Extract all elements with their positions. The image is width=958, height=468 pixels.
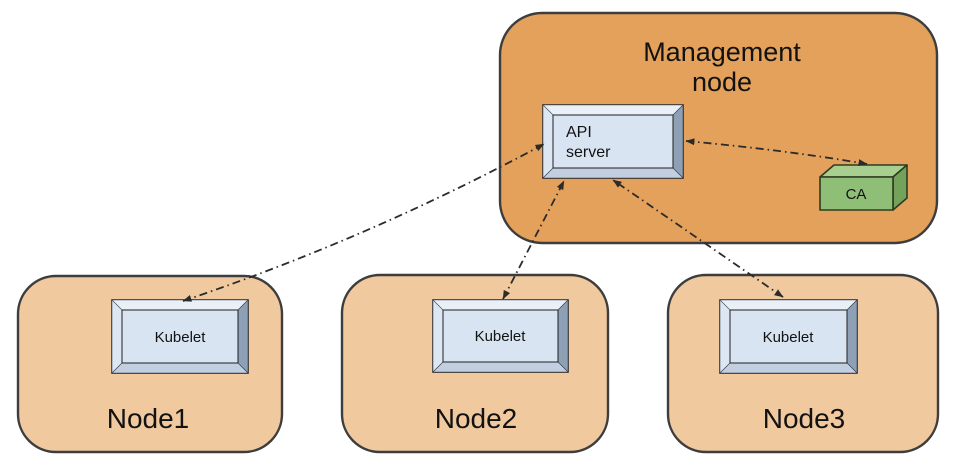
- bevel-edge: [846, 299, 858, 374]
- node2-label: Node2: [435, 403, 518, 434]
- kubelet2-label: Kubelet: [475, 328, 527, 345]
- api-server-box: API server: [542, 104, 684, 179]
- node1-label: Node1: [107, 403, 190, 434]
- management-node-title-line1: Management: [643, 37, 801, 67]
- bevel-edge: [237, 299, 249, 374]
- bevel-edge: [111, 299, 249, 311]
- kubelet1-box: Kubelet: [111, 299, 249, 374]
- kubelet1-face: [121, 309, 239, 364]
- ca-label: CA: [846, 186, 867, 203]
- bevel-edge: [672, 104, 684, 179]
- bevel-edge: [719, 362, 858, 374]
- connector-api-server-ca: [685, 138, 868, 167]
- bevel-edge: [111, 299, 123, 374]
- kubelet3-box: Kubelet: [719, 299, 858, 374]
- bevel-edge: [542, 104, 684, 116]
- kubelet1-label: Kubelet: [155, 329, 207, 346]
- kubelet2-face: [442, 309, 559, 363]
- management-node-title-line2: node: [692, 67, 752, 97]
- bevel-edge: [432, 361, 569, 373]
- connector-kubelet2-api-server: [502, 180, 565, 300]
- api-server-label-line2: server: [566, 144, 611, 161]
- bevel-edge: [432, 299, 569, 311]
- bevel-edge: [719, 299, 858, 311]
- kubelet3-face: [729, 309, 848, 364]
- node3-label: Node3: [763, 403, 846, 434]
- bevel-edge: [432, 299, 444, 373]
- bevel-edge: [542, 104, 554, 179]
- api-server-label-line1: API: [566, 124, 592, 141]
- ca-front-face: [819, 176, 894, 211]
- bevel-edge: [557, 299, 569, 373]
- bevel-edge: [542, 167, 684, 179]
- kubelet2-box: Kubelet: [432, 299, 569, 373]
- ca-box: CA: [819, 164, 908, 211]
- kubelet3-label: Kubelet: [763, 329, 815, 346]
- connectors: [182, 138, 868, 302]
- api-server-face: [552, 114, 674, 169]
- bevel-edge: [111, 362, 249, 374]
- connector-kubelet1-api-server: [182, 143, 545, 302]
- bevel-edge: [719, 299, 731, 374]
